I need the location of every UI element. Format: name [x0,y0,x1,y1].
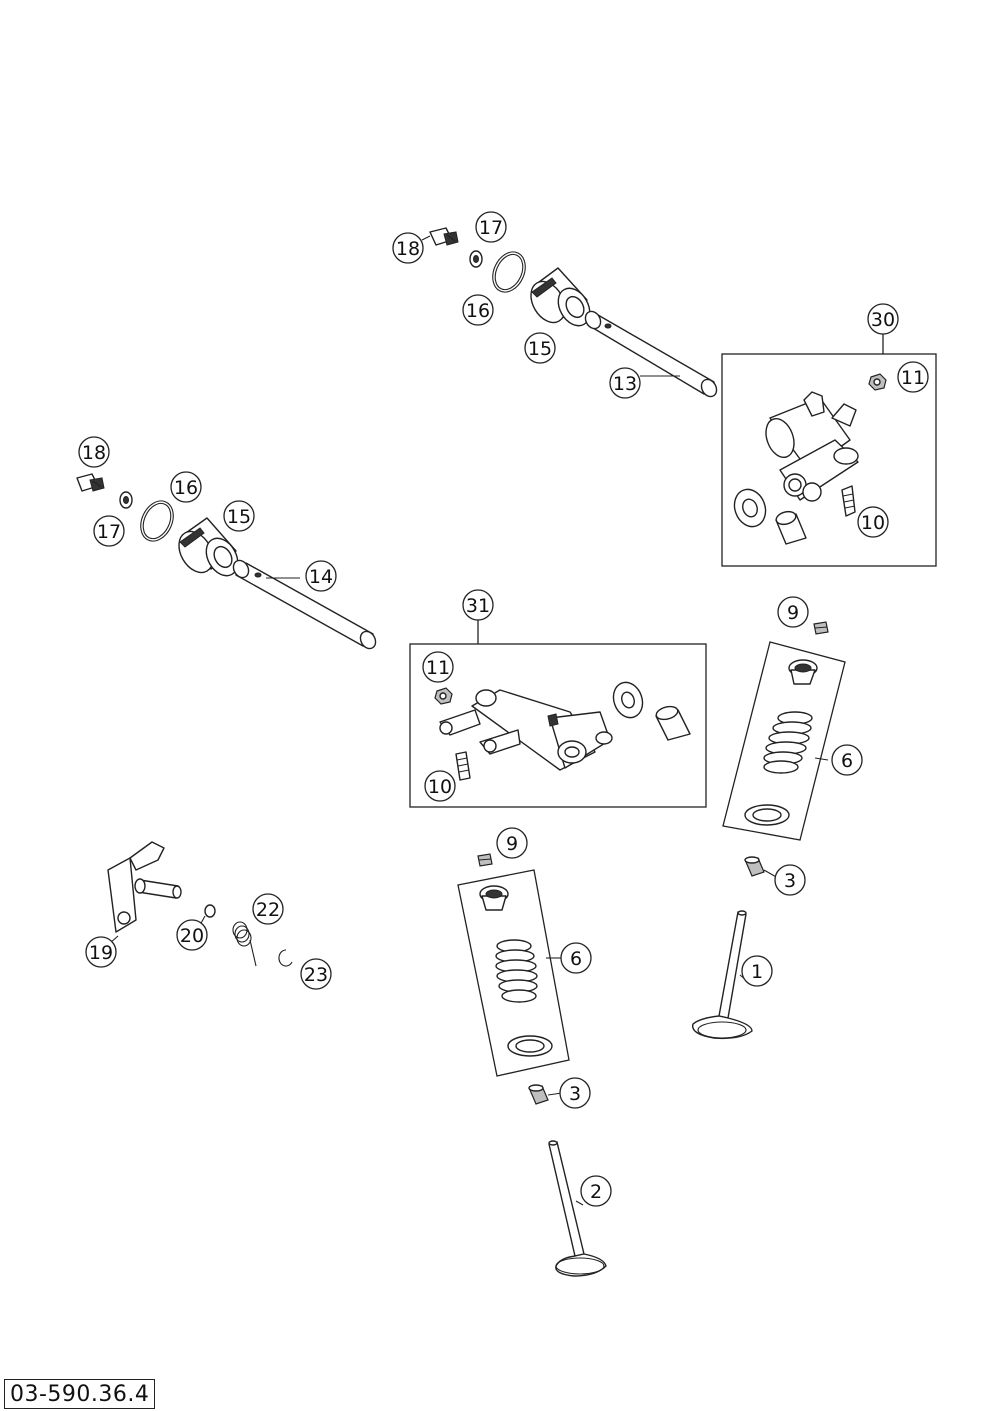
bearing-bush-upper [530,267,591,327]
svg-text:16: 16 [466,300,490,322]
callout-14: 14 [266,560,337,592]
callout-3a: 3 [774,864,806,896]
callout-6a: 6 [831,744,863,776]
callout-6b: 6 [560,942,592,974]
o-ring-upper [492,251,526,293]
callout-19: 19 [85,936,117,968]
rocker-arm-group-31 [409,619,707,808]
callout-10b: 10 [424,770,456,802]
washer-left [119,491,133,509]
svg-text:11: 11 [426,657,450,679]
rocker-shaft-14 [232,559,377,650]
svg-text:19: 19 [89,942,113,964]
valve-stem-seal-right [744,856,779,879]
svg-text:30: 30 [871,309,895,331]
svg-text:1: 1 [751,961,763,983]
svg-text:15: 15 [528,338,552,360]
svg-text:10: 10 [428,776,452,798]
svg-text:6: 6 [570,948,582,970]
svg-text:23: 23 [304,964,328,986]
callout-30: 30 [867,303,899,335]
rocker-arm-group-30 [721,332,937,567]
svg-text:3: 3 [569,1083,581,1105]
svg-text:31: 31 [466,595,490,617]
callout-15b: 15 [223,500,255,532]
valve-1 [691,910,753,1040]
svg-text:17: 17 [97,521,121,543]
callout-17a: 17 [475,211,507,243]
valve-spring-group-center [457,853,570,1077]
svg-text:3: 3 [784,870,796,892]
drawing-code-label: 03-590.36.4 [4,1379,156,1409]
svg-text:17: 17 [479,217,503,239]
rocker-shaft-13 [584,310,718,398]
callout-9a: 9 [777,596,809,628]
bearing-bush-left [178,517,239,577]
circlip-23 [278,949,293,967]
callout-20: 20 [176,919,208,951]
callout-10a: 10 [857,506,889,538]
valve-spring-group-right [722,621,846,841]
nut-11-center [434,687,453,705]
svg-text:22: 22 [256,899,280,921]
valve-cotter-center [477,853,493,867]
o-ring-20 [199,904,216,926]
nut-11-upper [868,373,887,391]
svg-text:9: 9 [506,833,518,855]
svg-text:15: 15 [227,506,251,528]
callout-11a: 11 [897,361,929,393]
svg-text:2: 2 [590,1181,602,1203]
callout-15a: 15 [524,332,556,364]
svg-text:18: 18 [396,238,420,260]
screw-plug-left [76,473,105,492]
callout-9b: 9 [496,827,528,859]
svg-text:10: 10 [861,512,885,534]
washer-upper [469,250,483,268]
callout-31: 31 [462,589,494,621]
callout-3b: 3 [559,1077,591,1109]
svg-text:16: 16 [174,477,198,499]
decompression-lever-19 [107,841,182,944]
callout-18b: 18 [78,436,110,468]
o-ring-left [140,500,174,542]
screw-plug-upper [429,227,459,246]
svg-text:11: 11 [901,367,925,389]
callout-11b: 11 [422,651,454,683]
valve-stem-seal-center [528,1084,563,1105]
callout-16a: 16 [462,294,494,326]
svg-text:20: 20 [180,925,204,947]
callout-13: 13 [609,367,680,399]
callout-1: 1 [741,955,773,987]
valve-cotter-right [813,621,829,635]
callout-17b: 17 [93,515,125,547]
callout-18a: 18 [392,232,431,264]
svg-text:18: 18 [82,442,106,464]
callout-22: 22 [252,893,284,925]
spring-22 [232,921,257,967]
callout-23: 23 [300,958,332,990]
svg-text:9: 9 [787,602,799,624]
callout-16b: 16 [170,471,202,503]
valve-2 [548,1140,607,1277]
callout-2: 2 [580,1175,612,1207]
svg-text:13: 13 [613,373,637,395]
svg-text:14: 14 [309,566,333,588]
svg-text:6: 6 [841,750,853,772]
